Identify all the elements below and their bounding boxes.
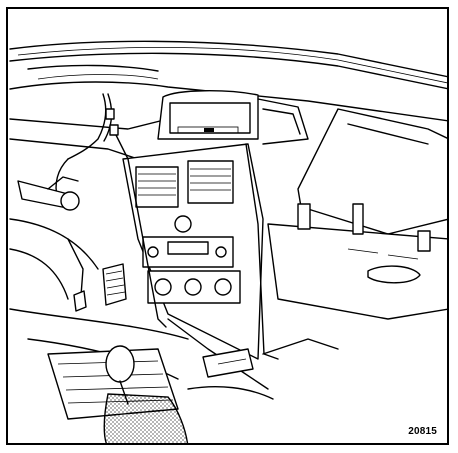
- dashboard-frame: [9, 64, 447, 160]
- figure-reference-number: 20815: [408, 426, 437, 437]
- windscreen-trim: [9, 40, 447, 90]
- wiring-harness: [55, 93, 129, 200]
- centre-console: [122, 143, 279, 360]
- gear-lever-area: [9, 308, 189, 443]
- dashboard-line-drawing: [9, 40, 447, 443]
- illustration-frame: 20815: [6, 7, 449, 445]
- central-display-housing: [157, 90, 309, 145]
- lower-console: [167, 318, 339, 400]
- glovebox-area: [267, 108, 447, 320]
- steering-column: [9, 176, 127, 312]
